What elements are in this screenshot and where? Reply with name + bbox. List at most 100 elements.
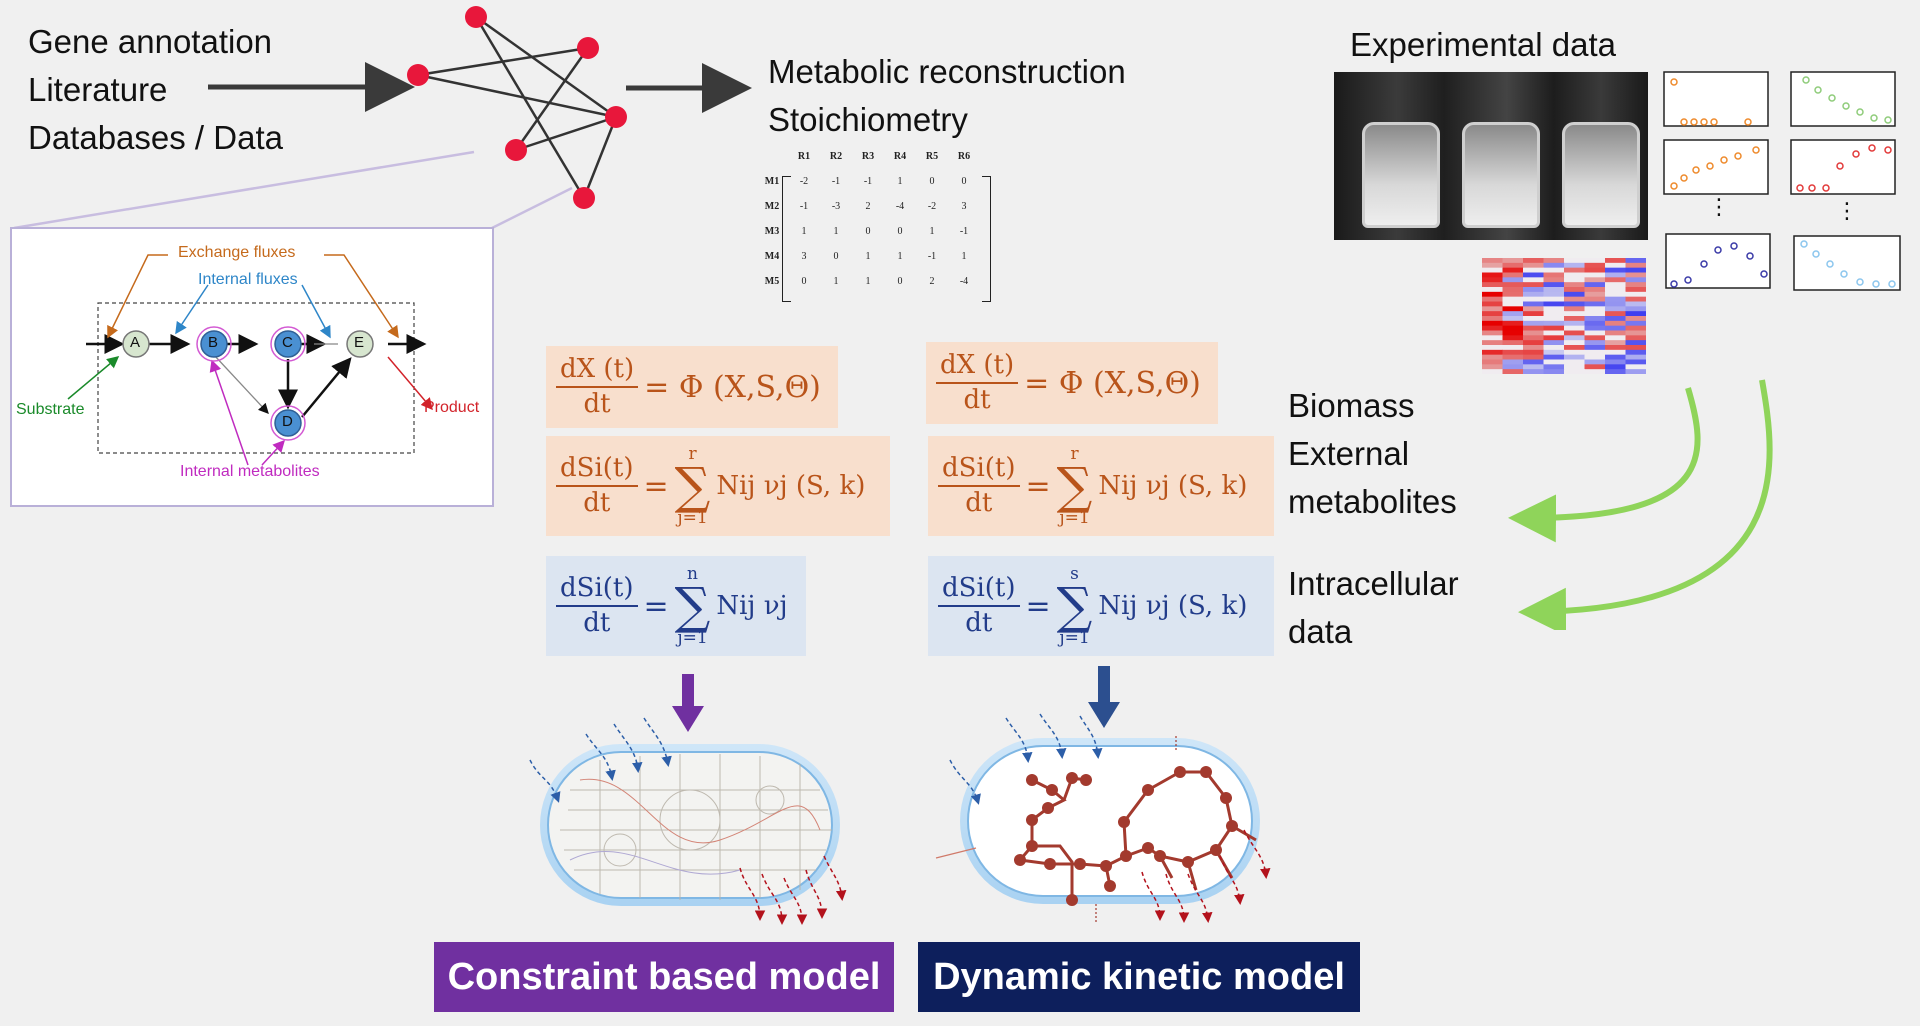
bioreactor-photo [1334, 72, 1648, 240]
heatmap-cell [1543, 296, 1565, 302]
matrix-cell: 1 [865, 251, 871, 262]
heatmap-cell [1523, 262, 1544, 269]
heatmap-cell [1605, 277, 1626, 283]
heatmap-cell [1584, 354, 1606, 360]
heatmap-cell [1625, 364, 1646, 370]
heatmap-cell [1482, 311, 1503, 317]
external-label: External [1288, 435, 1410, 472]
outputs-extracellular: Biomass External metabolites [1288, 382, 1457, 526]
heatmap-cell [1482, 267, 1503, 273]
heatmap-cell [1502, 325, 1524, 331]
heatmap-cell [1564, 301, 1585, 307]
matrix-cell: -1 [799, 201, 809, 212]
heatmap-cell [1523, 320, 1544, 327]
sum-upper: s [1070, 564, 1079, 584]
bioreactor-vessel [1362, 122, 1440, 228]
heatmap-cell [1502, 258, 1524, 264]
heatmap-cell [1625, 282, 1646, 288]
node-d-label: D [282, 413, 293, 430]
phi-rhs: = Φ (X,S,Θ) [644, 369, 821, 405]
matrix-cell: -1 [927, 251, 937, 262]
dsdt-den: dt [965, 608, 993, 638]
heatmap-cell [1605, 349, 1626, 356]
heatmap-cell [1625, 301, 1646, 307]
sigma-symbol: ∑ [1056, 577, 1093, 635]
network-node [465, 6, 487, 28]
heatmap-cell [1543, 364, 1565, 370]
matrix-cell: 3 [801, 251, 807, 262]
product-label: Product [424, 399, 480, 416]
dxdt-den: dt [963, 385, 991, 415]
heatmap-cell [1482, 345, 1503, 351]
substrate-label: Substrate [16, 401, 85, 418]
heatmap-cell [1523, 349, 1544, 356]
node-b-label: B [208, 334, 219, 351]
experimental-data-title: Experimental data [1350, 26, 1616, 63]
kinetic-term: Nij νj (S, k) [1098, 471, 1248, 501]
heatmap-cell [1564, 267, 1585, 273]
heatmap-cell [1605, 335, 1626, 341]
dynamic-model-label: Dynamic kinetic model [918, 942, 1360, 1012]
constraint-model-label: Constraint based model [434, 942, 894, 1012]
outputs-intracellular: Intracellular data [1288, 560, 1459, 656]
kinetic-metabolites [1014, 766, 1238, 906]
equals-sign: = [1025, 588, 1051, 624]
heatmap-cell [1543, 258, 1565, 264]
heatmap-cell [1482, 316, 1503, 322]
equals-sign: = [643, 468, 669, 504]
heatmap-cell [1605, 330, 1626, 336]
heatmap-cell [1584, 296, 1606, 302]
heatmap-cell [1502, 320, 1524, 327]
source-literature: Literature [28, 71, 168, 108]
heatmap-cell [1625, 340, 1646, 346]
heatmap-cell [1482, 335, 1503, 341]
metabolites-label: metabolites [1288, 483, 1457, 520]
matrix-col-header: R3 [861, 151, 875, 162]
sources-text: Gene annotation Literature Databases / D… [28, 18, 283, 162]
sum-lower: j=1 [1059, 508, 1090, 528]
heatmap-cell [1584, 306, 1606, 312]
matrix-row-label: M1 [764, 176, 780, 187]
matrix-cell: 2 [865, 201, 871, 212]
matrix-col-header: R2 [829, 151, 843, 162]
dsdt-den: dt [583, 488, 611, 518]
heatmap-cell [1564, 306, 1585, 312]
matrix-col-header: R1 [797, 151, 811, 162]
heatmap-cell [1543, 277, 1565, 283]
heatmap-cell [1625, 349, 1646, 356]
heatmap-cell [1502, 301, 1524, 307]
plots-ellipsis-right: ⋮ [1836, 198, 1858, 223]
heatmap-cell [1543, 330, 1565, 336]
matrix-col-header: R5 [925, 151, 939, 162]
node-e [346, 330, 374, 358]
heatmap-cell [1584, 369, 1606, 374]
heatmap-cell [1482, 282, 1503, 288]
heatmap-cell [1625, 272, 1646, 278]
kinetic-term: Nij νj (S, k) [1098, 591, 1248, 621]
heatmap-cell [1502, 272, 1524, 278]
heatmap-cell [1625, 296, 1646, 302]
heatmap-cell [1564, 349, 1585, 356]
heatmap-cell [1502, 345, 1524, 351]
network-node [573, 187, 595, 209]
eq-external-left: dSi(t)dt = r∑j=1 Nij νj (S, k) [546, 436, 890, 536]
heatmap-cell [1625, 306, 1646, 312]
heatmap-cell [1502, 316, 1524, 322]
heatmap-cell [1605, 359, 1626, 365]
expression-heatmap [1482, 258, 1646, 374]
heatmap-cell [1523, 359, 1544, 365]
equals-sign: = [643, 588, 669, 624]
heatmap-cell [1523, 301, 1544, 307]
dxdt-num: dX (t) [936, 350, 1019, 384]
heatmap-cell [1564, 320, 1585, 327]
constraint-down-arrow [682, 674, 694, 708]
heatmap-cell [1625, 320, 1646, 327]
heatmap-cell [1502, 262, 1524, 269]
heatmap-cell [1584, 320, 1606, 327]
bioreactor-vessel [1462, 122, 1540, 228]
matrix-cell: -1 [831, 176, 841, 187]
node-a-label: A [130, 334, 141, 351]
